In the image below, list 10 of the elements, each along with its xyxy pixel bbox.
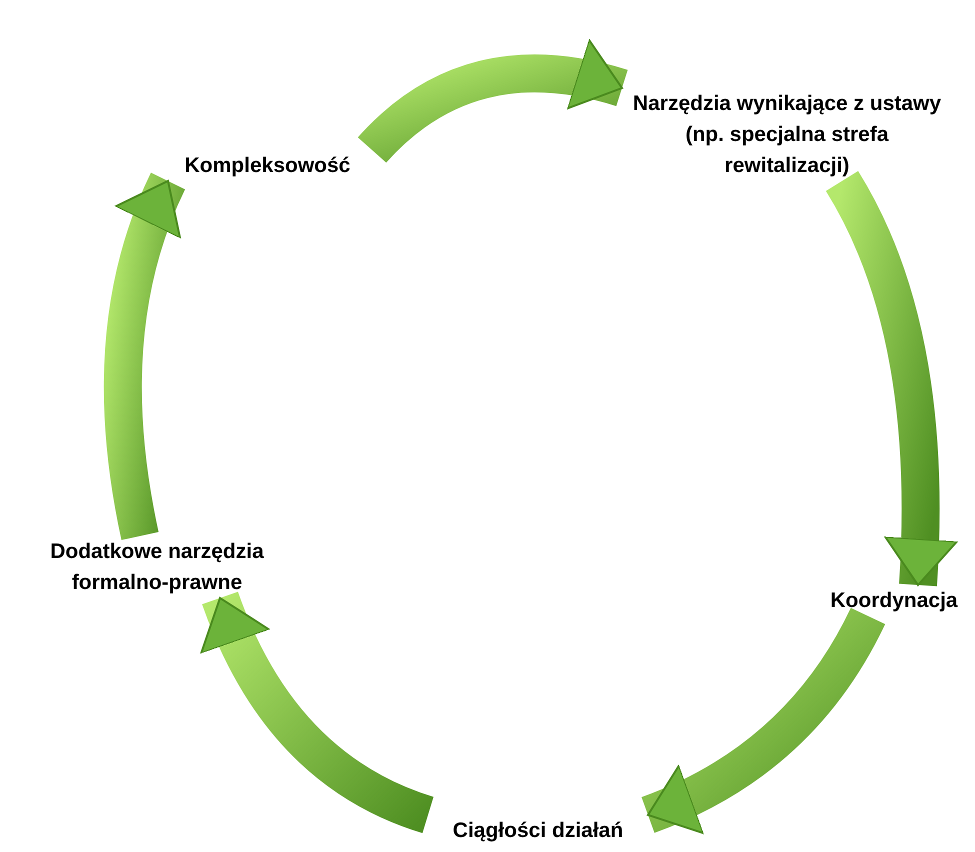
cycle-step-label: Narzędzia wynikające z ustawy (np. specjalna strefa rewitalizacji) <box>622 88 952 181</box>
cycle-step-label: Dodatkowe narzędzia formalno-prawne <box>12 536 302 598</box>
curved-arrow <box>826 172 958 586</box>
cycle-step-label: Kompleksowość <box>160 150 375 181</box>
curved-arrow <box>641 607 885 833</box>
cycle-step-label: Koordynacja <box>815 585 973 616</box>
curved-arrow <box>202 591 434 833</box>
curved-arrow <box>104 173 186 540</box>
curved-arrow <box>358 40 628 164</box>
cycle-step-label: Ciągłości działań <box>428 815 648 846</box>
